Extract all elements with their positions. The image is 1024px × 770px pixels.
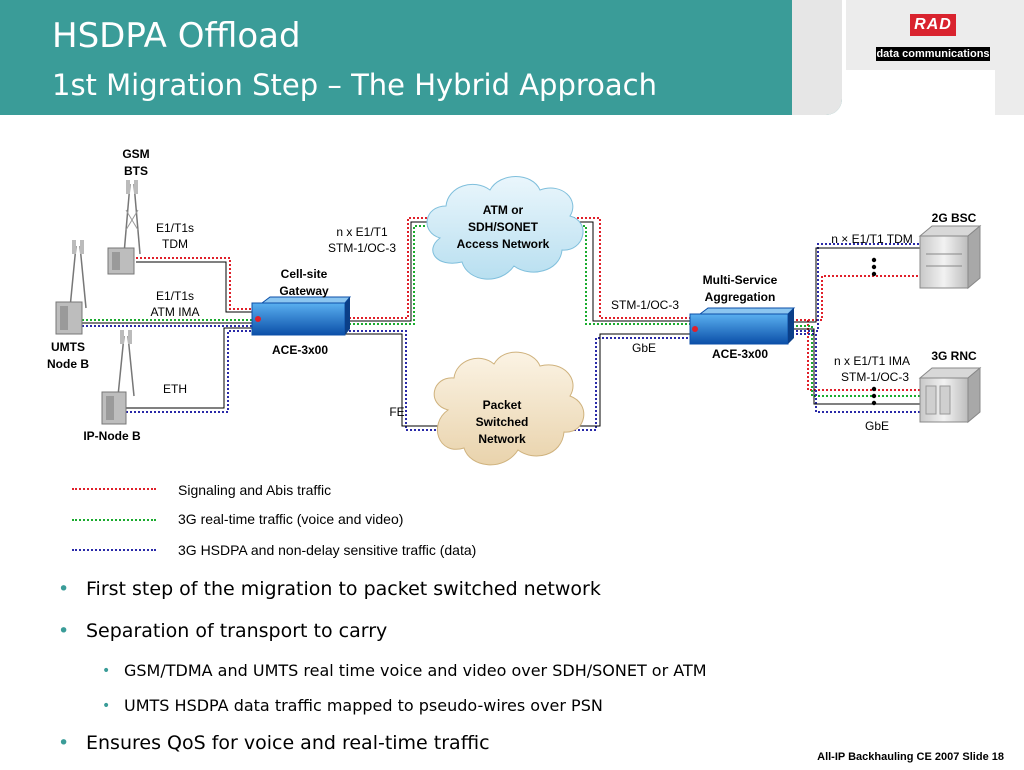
e1-tdm-label-1: E1/T1s — [156, 221, 194, 235]
gsm-bts-icon — [107, 180, 141, 275]
rnc-server-icon — [918, 366, 982, 424]
slide-footer: All-IP Backhauling CE 2007 Slide 18 — [817, 751, 1004, 763]
multi-service-label-1: Multi-Service — [703, 273, 778, 287]
bullet-item: First step of the migration to packet sw… — [58, 574, 998, 616]
link-agg-bsc-red — [788, 275, 920, 321]
cell-site-gateway-label-2: Gateway — [279, 284, 329, 298]
signaling-links — [136, 217, 920, 391]
rad-logo-mark: RAD — [910, 14, 956, 36]
slide-title: HSDPA Offload — [52, 16, 301, 56]
more-links-dots — [871, 257, 877, 406]
link-agg-rnc-blue — [788, 243, 920, 332]
gsm-bts-label-2: BTS — [124, 164, 148, 178]
ace-right-label: ACE-3x00 — [712, 347, 768, 361]
psn-cloud-label-1: Packet — [483, 398, 522, 412]
bullet-item: Separation of transport to carry — [58, 616, 998, 658]
umts-node-b-label-1: UMTS — [51, 340, 85, 354]
nx-e1-label-1: n x E1/T1 — [336, 225, 388, 239]
link-gw-atm-red — [345, 217, 700, 319]
eth-label: ETH — [163, 382, 187, 396]
umts-node-b-label-2: Node B — [47, 357, 89, 371]
atm-cloud-label-2: SDH/SONET — [468, 220, 539, 234]
legend-line-realtime — [72, 519, 156, 521]
legend-line-signaling — [72, 488, 156, 490]
e1-tdm-label-2: TDM — [162, 237, 188, 251]
gbe-left-label: GbE — [632, 341, 656, 355]
link-ipnode-black — [122, 327, 262, 409]
slide-subtitle: 1st Migration Step – The Hybrid Approach — [52, 68, 657, 102]
link-agg-rnc-red — [788, 319, 920, 391]
title-banner: HSDPA Offload 1st Migration Step – The H… — [0, 0, 842, 115]
header-decoration — [792, 0, 842, 115]
legend-label-signaling: Signaling and Abis traffic — [178, 482, 332, 498]
link-agg-rnc-green — [788, 325, 920, 397]
rnc-link-label-2: STM-1/OC-3 — [841, 370, 909, 384]
bullet-list: First step of the migration to packet sw… — [58, 574, 998, 770]
stm1-label: STM-1/OC-3 — [611, 298, 679, 312]
cell-site-gateway-label-1: Cell-site — [281, 267, 328, 281]
ip-node-b-icon — [101, 330, 135, 425]
atm-cloud-label-3: Access Network — [457, 237, 550, 251]
psn-cloud-label-3: Network — [478, 432, 526, 446]
rad-logo-tagline: data communications — [876, 47, 990, 61]
bsc-label: 2G BSC — [932, 211, 977, 225]
ace-left-label: ACE-3x00 — [272, 343, 328, 357]
nx-e1-label-2: STM-1/OC-3 — [328, 241, 396, 255]
gbe-right-label: GbE — [865, 419, 889, 433]
ace-right-device-icon — [689, 307, 796, 345]
link-agg-rnc-black — [788, 328, 920, 405]
ace-left-device-icon — [251, 296, 352, 336]
bullet-item: Ensures QoS for voice and real-time traf… — [58, 728, 998, 770]
link-agg-bsc-black — [788, 247, 920, 323]
legend-line-data — [72, 549, 156, 551]
link-gsm-red — [136, 257, 262, 310]
gsm-bts-label-1: GSM — [122, 147, 149, 161]
psn-cloud-label-2: Switched — [476, 415, 529, 429]
e1-atm-label-2: ATM IMA — [150, 305, 199, 319]
atm-cloud-label-1: ATM or — [483, 203, 524, 217]
legend-label-data: 3G HSDPA and non-delay sensitive traffic… — [178, 542, 477, 558]
ip-node-b-label: IP-Node B — [83, 429, 141, 443]
header-decoration — [995, 70, 1024, 115]
multi-service-label-2: Aggregation — [705, 290, 776, 304]
link-agg-rnc-blue2 — [788, 333, 920, 413]
link-ipnode-blue — [122, 330, 262, 413]
physical-links — [82, 221, 920, 427]
umts-node-b-icon — [55, 240, 87, 335]
psn-cloud-icon: Packet Switched Network — [433, 351, 585, 466]
link-gsm-black — [136, 261, 262, 313]
sub-bullet-item: UMTS HSDPA data traffic mapped to pseudo… — [58, 693, 998, 728]
company-logo: RAD data communications — [876, 10, 990, 62]
rnc-label: 3G RNC — [931, 349, 977, 363]
e1-atm-label-1: E1/T1s — [156, 289, 194, 303]
fe-label: FE — [389, 405, 404, 419]
atm-cloud-icon: ATM or SDH/SONET Access Network — [426, 176, 584, 280]
network-diagram: ATM or SDH/SONET Access Network Packet S… — [47, 147, 982, 466]
legend-label-realtime: 3G real-time traffic (voice and video) — [178, 511, 404, 527]
rnc-link-label-1: n x E1/T1 IMA — [834, 354, 910, 368]
bsc-link-label: n × E1/T1 TDM — [831, 232, 912, 246]
data-links — [82, 243, 920, 431]
sub-bullet-item: GSM/TDMA and UMTS real time voice and vi… — [58, 658, 998, 693]
bsc-server-icon — [918, 224, 982, 290]
